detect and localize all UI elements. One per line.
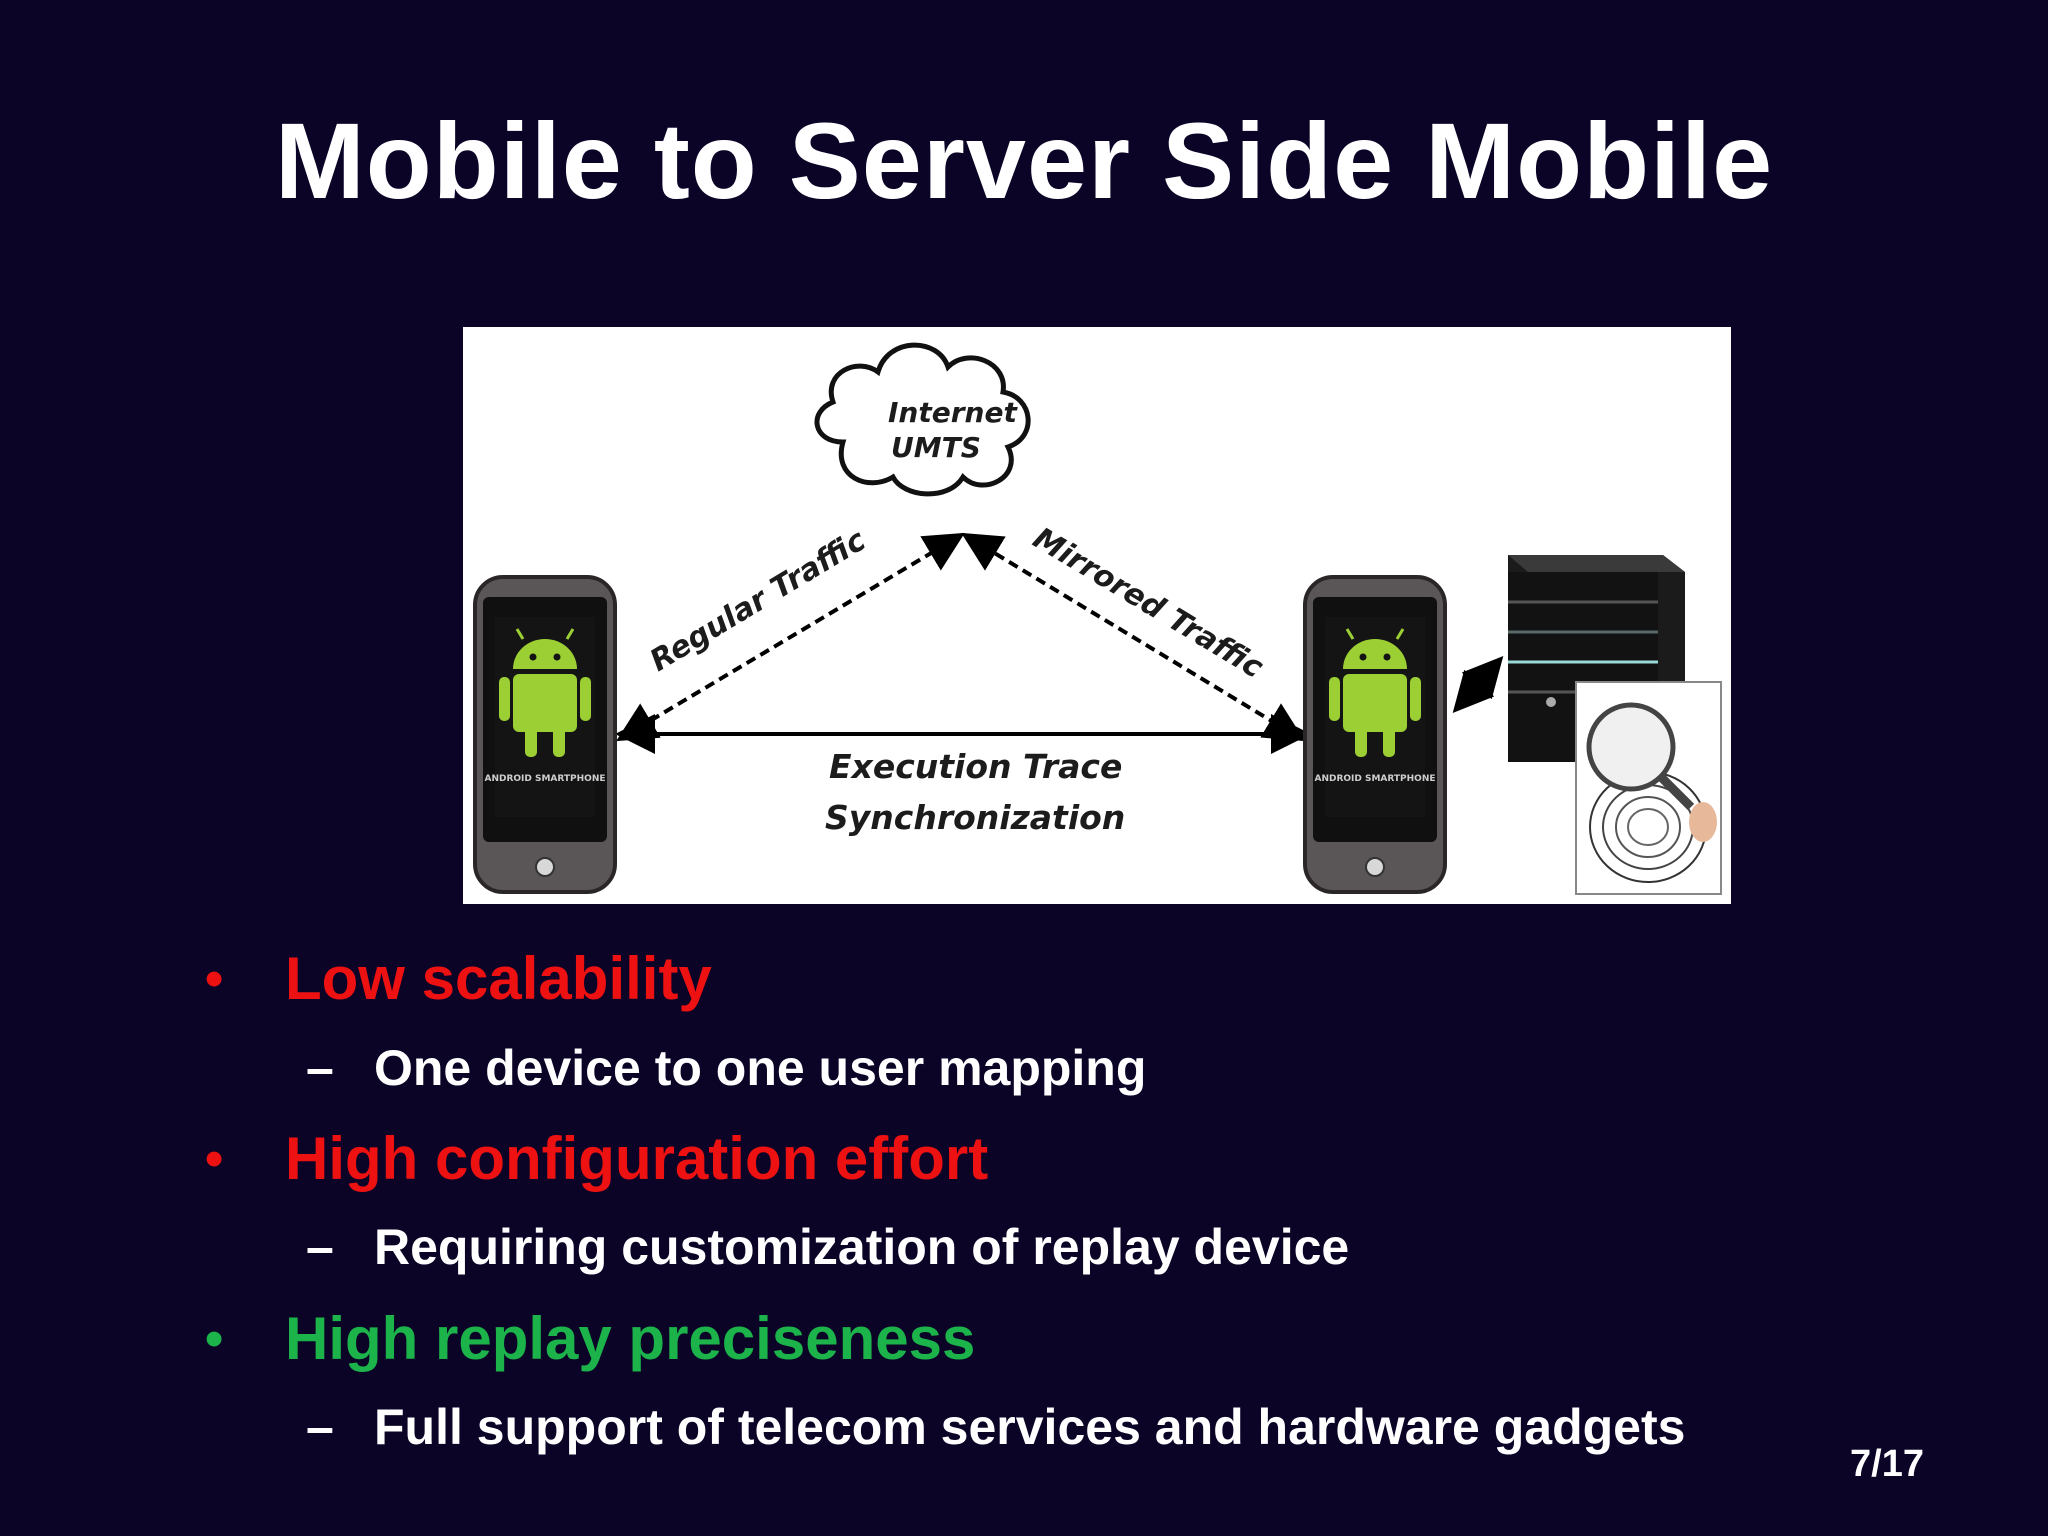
architecture-diagram: Internet UMTS Regular Traffic Mirrored T…	[463, 327, 1731, 904]
dash-marker: –	[306, 1040, 334, 1096]
diagram-canvas: Internet UMTS Regular Traffic Mirrored T…	[473, 342, 1722, 895]
server-link-arrow	[1452, 656, 1504, 713]
android-phone-right-icon: ANDROID SMARTPHONE	[1303, 575, 1447, 894]
sub-item-one-device: – One device to one user mapping	[306, 1043, 1146, 1093]
regular-traffic-arrow	[616, 532, 965, 742]
android-phone-left-icon: ANDROID SMARTPHONE	[473, 575, 617, 894]
synchronization-label: Synchronization	[825, 798, 1125, 837]
bullet-text: High replay preciseness	[285, 1305, 976, 1372]
bullet-marker: •	[205, 950, 224, 1008]
dash-marker: –	[306, 1399, 334, 1455]
regular-traffic-label: Regular Traffic	[644, 523, 872, 679]
sub-item-text: Requiring customization of replay device	[374, 1219, 1350, 1275]
fingerprint-analysis-icon	[1575, 681, 1722, 895]
bullet-text: High configuration effort	[285, 1125, 989, 1192]
sub-item-text: Full support of telecom services and har…	[374, 1399, 1686, 1455]
mirrored-traffic-label: Mirrored Traffic	[1027, 521, 1269, 686]
execution-trace-label: Execution Trace	[829, 747, 1122, 786]
page-number: 7/17	[1850, 1443, 1924, 1485]
cloud-label-umts: UMTS	[891, 431, 981, 464]
sub-item-requiring-customization: – Requiring customization of replay devi…	[306, 1222, 1349, 1272]
cloud-icon	[814, 342, 1031, 497]
cloud-label-internet: Internet	[888, 396, 1018, 429]
bullet-marker: •	[205, 1130, 224, 1188]
phone-label-right: ANDROID SMARTPHONE	[1314, 774, 1435, 784]
sub-item-text: One device to one user mapping	[374, 1040, 1147, 1096]
bullet-text: Low scalability	[285, 945, 712, 1012]
mirrored-traffic-arrow	[961, 532, 1305, 742]
bullet-item-high-configuration: • High configuration effort	[205, 1129, 988, 1189]
dash-marker: –	[306, 1219, 334, 1275]
bullet-item-high-replay-preciseness: • High replay preciseness	[205, 1309, 975, 1369]
bullet-item-low-scalability: • Low scalability	[205, 949, 712, 1009]
bullet-marker: •	[205, 1310, 224, 1368]
phone-label-left: ANDROID SMARTPHONE	[484, 774, 605, 784]
slide-title: Mobile to Server Side Mobile	[274, 100, 1774, 221]
sub-item-full-support: – Full support of telecom services and h…	[306, 1402, 1685, 1452]
